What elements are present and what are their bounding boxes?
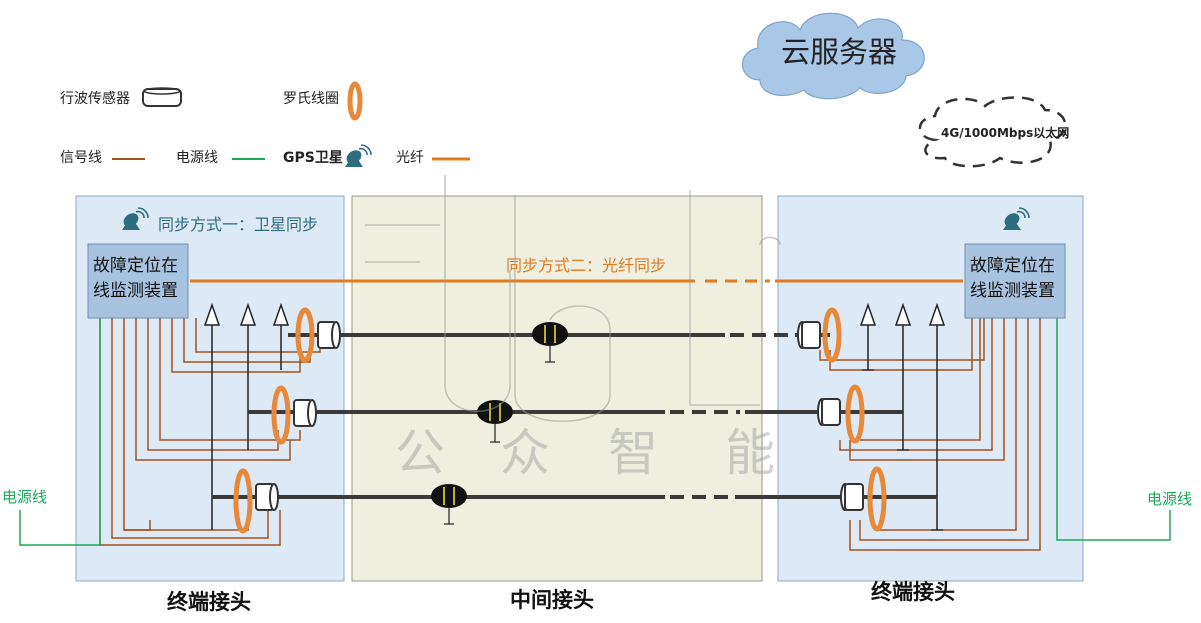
- sync-method-2: 同步方式二：光纤同步: [506, 256, 667, 275]
- cloud-shape: [741, 12, 925, 100]
- middle-joint-3: [431, 484, 467, 525]
- section-left-label: 终端接头: [167, 590, 251, 614]
- cloud-label: 云服务器: [781, 35, 898, 69]
- legend-coil-label: 罗氏线圈: [283, 91, 339, 107]
- watermark-outline: [365, 175, 781, 422]
- watermark-char-3: 智: [608, 424, 658, 482]
- terminal-left-phase-3: [233, 468, 279, 534]
- sensor-legend-icon: [142, 87, 182, 107]
- power-line-right: [1056, 318, 1171, 541]
- middle-joint-panel: [351, 195, 763, 582]
- terminal-left-phase-1: [295, 307, 341, 363]
- gps-legend-icon: [343, 144, 372, 168]
- device-right-line1: 故障定位在: [970, 256, 1055, 276]
- watermark-char-2: 众: [500, 424, 550, 482]
- sync-method-1: 同步方式一：卫星同步: [158, 215, 319, 234]
- device-left-line1: 故障定位在: [93, 256, 178, 276]
- middle-joint-2: [477, 400, 513, 443]
- legend-power-label: 电源线: [176, 150, 218, 166]
- network-label: 4G/1000Mbps以太网: [941, 126, 1070, 140]
- power-label-left: 电源线: [2, 488, 48, 506]
- terminal-right-phase-1: [797, 307, 842, 363]
- power-line-left: [19, 318, 101, 546]
- terminal-right-phase-2: [817, 384, 865, 444]
- section-middle-label: 中间接头: [510, 588, 594, 612]
- device-right-line2: 线监测装置: [970, 281, 1055, 301]
- terminal-left-phase-2: [271, 385, 317, 445]
- middle-joint-1: [532, 322, 568, 363]
- watermark-char-1: 公: [395, 424, 445, 482]
- coil-legend-icon: [347, 81, 363, 121]
- legend-signal-label: 信号线: [60, 150, 102, 166]
- legend-fiber-label: 光纤: [396, 150, 424, 166]
- section-right-label: 终端接头: [871, 580, 955, 604]
- signal-wires-right: [819, 318, 1041, 551]
- legend-gps-label: GPS卫星: [283, 150, 343, 166]
- device-left-line2: 线监测装置: [93, 281, 178, 301]
- device-left-box: [87, 243, 189, 319]
- power-label-right: 电源线: [1147, 490, 1193, 508]
- grounds-right: [862, 369, 943, 531]
- device-right-box: [964, 243, 1066, 319]
- watermark-char-4: 能: [725, 424, 775, 482]
- terminal-right-phase-3: [840, 466, 887, 532]
- legend-sensor-label: 行波传感器: [60, 91, 130, 107]
